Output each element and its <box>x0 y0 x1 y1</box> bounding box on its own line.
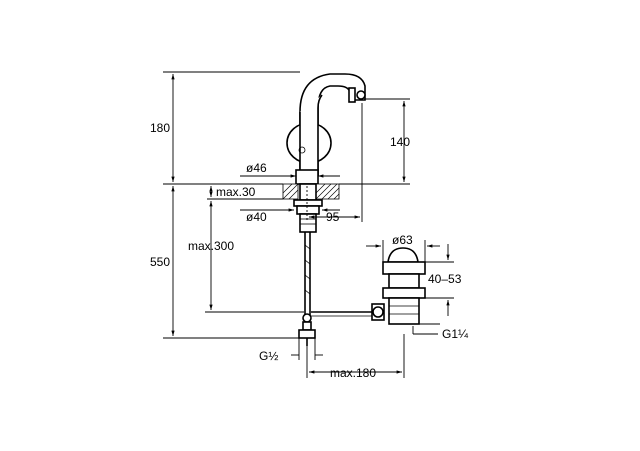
dimension-label-140: 140 <box>390 135 410 149</box>
dimension-label-g-1-2: G½ <box>259 349 278 363</box>
dimension-95: 95 <box>306 103 363 224</box>
dimension-max-180: max.180 <box>306 334 405 380</box>
dimension-label-180: 180 <box>150 121 170 135</box>
mounting-shank <box>293 183 323 233</box>
pop-up-rod <box>311 311 372 317</box>
dimension-diameter-63: ø63 <box>366 233 440 262</box>
faucet-body <box>286 73 366 185</box>
dimension-g1-1-4: G1¼ <box>412 323 469 341</box>
waste-assembly <box>371 247 426 325</box>
dimension-40-53: 40–53 <box>418 244 462 316</box>
dimension-diameter-40: ø40 <box>240 208 340 224</box>
dimension-label-max-300: max.300 <box>188 239 234 253</box>
dimension-140: 140 <box>339 98 410 185</box>
dimension-max-30: max.30 <box>207 185 283 200</box>
countertop-section <box>282 183 340 200</box>
dimension-label-max-180: max.180 <box>330 366 376 380</box>
dimension-label-max-30: max.30 <box>216 185 256 199</box>
dimension-label-g1-1-4: G1¼ <box>442 327 469 341</box>
dimension-label-diameter-46: ø46 <box>246 161 267 175</box>
dimension-550: 550 <box>150 186 299 339</box>
dimension-label-95: 95 <box>326 210 340 224</box>
dimension-label-550: 550 <box>150 255 170 269</box>
flexible-hose <box>298 232 316 346</box>
dimension-label-diameter-40: ø40 <box>246 210 267 224</box>
dimension-max-300: max.300 <box>188 201 304 313</box>
dimension-label-40-53: 40–53 <box>428 272 462 286</box>
dimension-diameter-46: ø46 <box>240 161 340 178</box>
dimension-180: 180 <box>150 71 300 185</box>
dimension-label-diameter-63: ø63 <box>392 233 413 247</box>
dimension-g-1-2: G½ <box>259 338 323 363</box>
